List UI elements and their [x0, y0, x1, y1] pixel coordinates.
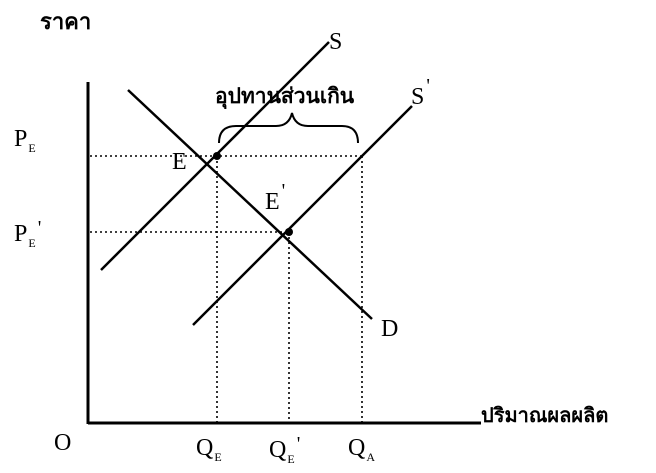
- quantity-axis-label: ปริมาณผลผลิต: [481, 405, 608, 425]
- supply-s-label: S: [329, 30, 342, 54]
- price-axis-label: ราคา: [40, 12, 91, 34]
- equilibrium-e-prime-label: E': [265, 190, 285, 214]
- quantity-qa-label: QA: [348, 436, 375, 460]
- price-pe-label: PE: [14, 127, 36, 151]
- demand-d-label: D: [381, 317, 398, 341]
- supply-s-prime-label: S': [411, 85, 430, 109]
- demand-curve-d: [128, 90, 372, 319]
- excess-supply-brace: [219, 113, 358, 143]
- quantity-qe-prime-label: QE': [269, 438, 300, 462]
- equilibrium-point-e-prime: [285, 228, 293, 236]
- equilibrium-point-e: [213, 152, 221, 160]
- price-pe-prime-label: PE': [14, 222, 41, 246]
- origin-label: O: [54, 431, 71, 455]
- quantity-qe-label: QE: [196, 436, 222, 460]
- equilibrium-e-label: E: [172, 150, 187, 174]
- excess-supply-label: อุปทานส่วนเกิน: [215, 86, 354, 107]
- supply-curve-s-prime: [193, 106, 412, 325]
